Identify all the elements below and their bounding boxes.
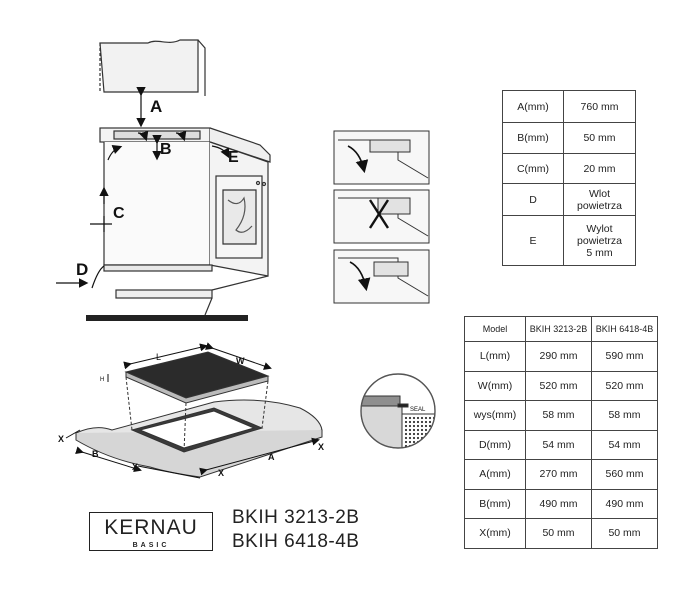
table-row: L(mm) 290 mm 590 mm [464, 341, 658, 372]
table-cell: B(mm) [502, 122, 564, 154]
table-cell: 590 mm [591, 341, 658, 372]
label-a-cutout: A [268, 452, 275, 462]
table-cell: A(mm) [464, 459, 526, 490]
table-cell: E [502, 215, 564, 266]
brand-name: KERNAU [104, 516, 198, 539]
label-x-front: X [218, 468, 224, 478]
table-header-row: Model BKIH 3213-2B BKIH 6418-4B [464, 316, 658, 342]
dimensions-table: Model BKIH 3213-2B BKIH 6418-4B L(mm) 29… [464, 316, 658, 549]
table-row: B(mm) 490 mm 490 mm [464, 488, 658, 519]
table-cell: wys(mm) [464, 400, 526, 431]
label-b: B [160, 141, 172, 158]
table-row: W(mm) 520 mm 520 mm [464, 370, 658, 401]
label-e: E [228, 149, 239, 166]
table-cell: 520 mm [591, 370, 658, 401]
table-cell: 54 mm [525, 429, 592, 460]
cooktop-labels: L W H X B X X A X [58, 352, 324, 478]
airflow-detail-ok-2 [333, 249, 430, 304]
table-cell: 50 mm [563, 122, 636, 154]
table-cell: 520 mm [525, 370, 592, 401]
table-cell: 50 mm [525, 518, 592, 549]
label-d: D [76, 260, 88, 279]
table-row: X(mm) 50 mm 50 mm [464, 518, 658, 549]
label-w: W [236, 356, 245, 366]
table-cell: X(mm) [464, 518, 526, 549]
label-l: L [156, 352, 161, 362]
label-c: C [113, 205, 125, 222]
table-row: C(mm) 20 mm [502, 153, 636, 184]
label-x-bottom: X [132, 462, 138, 472]
table-header-cell: Model [464, 316, 526, 342]
table-row: wys(mm) 58 mm 58 mm [464, 400, 658, 431]
seal-detail-diagram [360, 373, 436, 449]
model-name-2: BKIH 6418-4B [232, 531, 360, 552]
table-cell: A(mm) [502, 90, 564, 123]
table-row: D Wlot powietrza [502, 183, 636, 216]
table-cell: D(mm) [464, 429, 526, 460]
install-dimension-labels: A B C D E [76, 97, 239, 279]
brand-subtitle: BASIC [132, 542, 170, 549]
oven-cabinet-diagram [56, 39, 271, 321]
table-cell: 760 mm [563, 90, 636, 123]
table-cell: C(mm) [502, 153, 564, 184]
model-name-1: BKIH 3213-2B [232, 507, 360, 528]
table-row: B(mm) 50 mm [502, 122, 636, 154]
brand-logo: KERNAU BASIC [89, 512, 213, 551]
table-header-cell: BKIH 3213-2B [525, 316, 592, 342]
table-cell: 58 mm [525, 400, 592, 431]
table-cell: 490 mm [525, 488, 592, 519]
table-row: D(mm) 54 mm 54 mm [464, 429, 658, 460]
table-cell: W(mm) [464, 370, 526, 401]
label-h: H [100, 377, 104, 383]
label-a: A [150, 97, 162, 116]
table-cell: 560 mm [591, 459, 658, 490]
table-cell: 50 mm [591, 518, 658, 549]
table-row: E Wylot powietrza 5 mm [502, 215, 636, 266]
clearance-table: A(mm) 760 mm B(mm) 50 mm C(mm) 20 mm D W… [502, 90, 636, 266]
table-cell: 20 mm [563, 153, 636, 184]
table-row: A(mm) 270 mm 560 mm [464, 459, 658, 490]
table-cell: 290 mm [525, 341, 592, 372]
table-cell: B(mm) [464, 488, 526, 519]
table-cell: 490 mm [591, 488, 658, 519]
table-cell: Wlot powietrza [563, 183, 636, 216]
table-header-cell: BKIH 6418-4B [591, 316, 658, 342]
cooktop-cutout-diagram [65, 342, 323, 479]
label-x-left: X [58, 434, 64, 444]
table-cell: Wylot powietrza 5 mm [563, 215, 636, 266]
table-cell: 58 mm [591, 400, 658, 431]
table-cell: 54 mm [591, 429, 658, 460]
label-b-cutout: B [92, 449, 99, 459]
seal-label: SEAL [410, 407, 426, 413]
airflow-detail-wrong [333, 189, 430, 244]
airflow-detail-ok-1 [333, 130, 430, 185]
table-row: A(mm) 760 mm [502, 90, 636, 123]
label-x-right: X [318, 442, 324, 452]
table-cell: L(mm) [464, 341, 526, 372]
table-cell: D [502, 183, 564, 216]
table-cell: 270 mm [525, 459, 592, 490]
